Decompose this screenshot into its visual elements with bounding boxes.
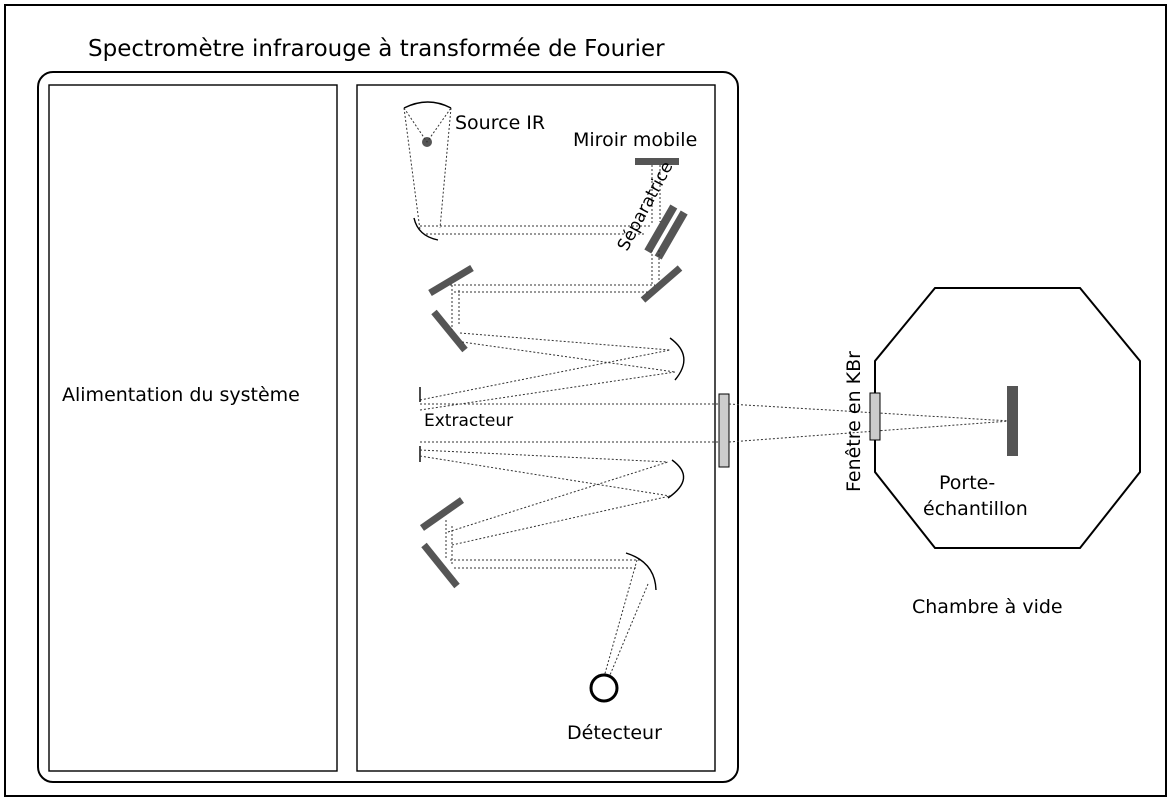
splitter-plate-1 — [644, 204, 678, 254]
ir-source — [403, 101, 452, 147]
periscope-mirror-upper-2 — [431, 309, 468, 353]
source-reflector — [403, 101, 452, 109]
beam-to-detector — [603, 559, 649, 678]
splitter-plate-2 — [654, 210, 688, 260]
source-beam-cone — [403, 107, 452, 231]
source-beam-top — [403, 107, 452, 143]
periscope-mirror-lower-2 — [421, 542, 460, 589]
periscope-mirror-lower-1 — [419, 497, 465, 531]
fold-mirror-right — [640, 265, 683, 303]
beam-to-detector-mirror — [450, 559, 640, 569]
kbr-window — [869, 392, 881, 441]
beam-fold-left — [450, 284, 655, 293]
spectrometer-housing — [37, 71, 739, 783]
beam-lower-focus-to-periscope — [447, 461, 671, 546]
sample-holder-label-1: Porte- — [939, 472, 995, 494]
collimator-mirror — [413, 217, 439, 241]
power-supply-box — [48, 84, 338, 772]
beam-extractor-to-lower-focus — [419, 449, 671, 497]
focus-mirror-lower — [667, 459, 685, 499]
kbr-window-label: Fenêtre en KBr — [843, 351, 865, 492]
beam-to-moving-mirror — [651, 165, 661, 225]
optics-compartment — [356, 84, 716, 772]
beam-periscope-upper — [451, 285, 460, 330]
outer-frame — [4, 4, 1167, 797]
moving-mirror-label: Miroir mobile — [573, 129, 697, 151]
detector — [589, 673, 619, 703]
beam-extractor-to-window — [420, 403, 724, 443]
exit-window — [718, 393, 730, 468]
beam-to-upper-focus — [459, 332, 676, 373]
detector-label: Détecteur — [567, 722, 662, 744]
vacuum-chamber-label: Chambre à vide — [912, 596, 1063, 618]
detector-focus-mirror — [625, 552, 657, 591]
ir-source-label: Source IR — [455, 112, 545, 134]
beam-upper-to-extractor — [419, 349, 676, 411]
beam-to-splitter — [420, 225, 650, 235]
focus-mirror-upper — [669, 337, 685, 381]
periscope-mirror-upper-1 — [428, 264, 474, 297]
moving-mirror — [635, 158, 679, 165]
sample-holder-label-2: échantillon — [923, 498, 1028, 520]
power-supply-label: Alimentation du système — [62, 384, 300, 406]
beam-splitter-down — [651, 250, 660, 285]
beam-splitter — [644, 204, 688, 260]
beam-periscope-lower — [445, 520, 453, 566]
sample-holder — [1007, 386, 1018, 456]
diagram-title: Spectromètre infrarouge à transformée de… — [88, 36, 665, 62]
extractor-label: Extracteur — [424, 411, 513, 431]
